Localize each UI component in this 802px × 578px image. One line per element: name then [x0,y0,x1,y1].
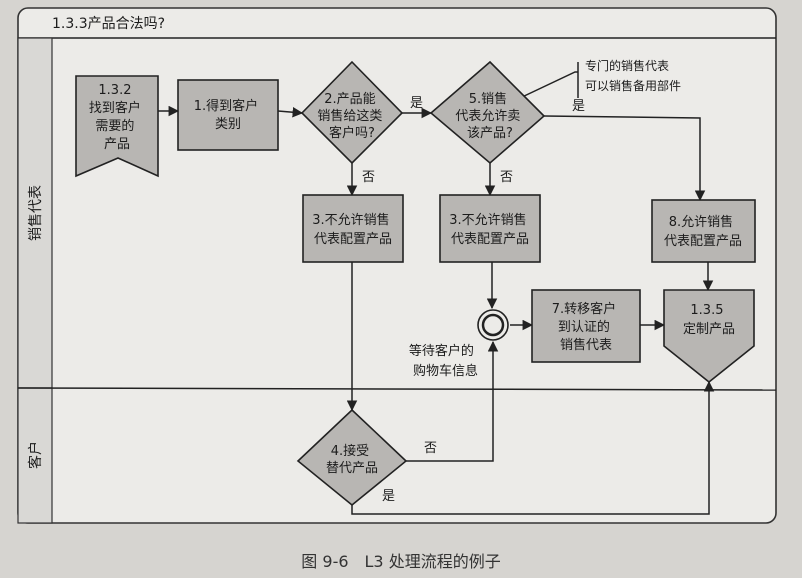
step3b-text: 3.不允许销售 代表配置产品 [449,212,531,247]
decision2-diamond [300,60,404,165]
wait-event-inner [481,313,505,337]
note-leader [519,71,578,99]
decision2-text: 2.产品能 销售给这类 客户吗? [317,92,386,141]
lane-header-sales-rep [17,37,53,389]
step3a-box [302,194,404,263]
lane-label-customer: 客户 [27,441,44,469]
step3b-box [439,194,541,263]
step1-box [177,79,279,151]
label-d5-yes: 是 [572,99,585,114]
arrow-d5-to-step8 [543,115,706,202]
label-d2-yes: 是 [410,96,423,111]
start-node [75,75,159,178]
arrow-d4-yes-to-end [351,380,715,515]
arrow-step1-to-d2 [277,106,304,118]
start-node-text: 1.3.2 找到客户 需要的 产品 [89,83,145,152]
label-wait-cart: 等待客户的 购物车信息 [409,343,478,379]
end-node [663,289,755,384]
label-d4-no: 否 [424,441,437,456]
note-specialist-rep: 专门的销售代表 可以销售备用部件 [585,58,681,93]
step1-text: 1.得到客户 类别 [194,98,263,132]
lane-header-customer [17,387,53,524]
decision4-diamond [296,408,408,507]
lane-divider [17,387,777,391]
arrow-d4-no-to-wait [406,340,499,462]
step3a-text: 3.不允许销售 代表配置产品 [312,212,394,247]
decision5-text: 5.销售 代表允许卖 该产品? [455,91,524,141]
step7-text: 7.转移客户 到认证的 销售代表 [552,301,621,353]
decision5-diamond [429,60,546,165]
step7-box [531,289,641,363]
end-node-text: 1.3.5 定制产品 [683,303,735,337]
step8-box [651,199,756,263]
label-d4-yes: 是 [382,489,395,504]
decision4-text: 4.接受 替代产品 [326,443,378,476]
step8-text: 8.允许销售 代表配置产品 [664,214,742,249]
label-d2-no: 否 [362,170,375,185]
diagram-title: 1.3.3产品合法吗? [52,16,165,32]
figure-caption: 图 9-6 L3 处理流程的例子 [301,552,501,571]
lane-label-sales-rep: 销售代表 [28,185,44,241]
label-d5-no: 否 [500,170,513,185]
